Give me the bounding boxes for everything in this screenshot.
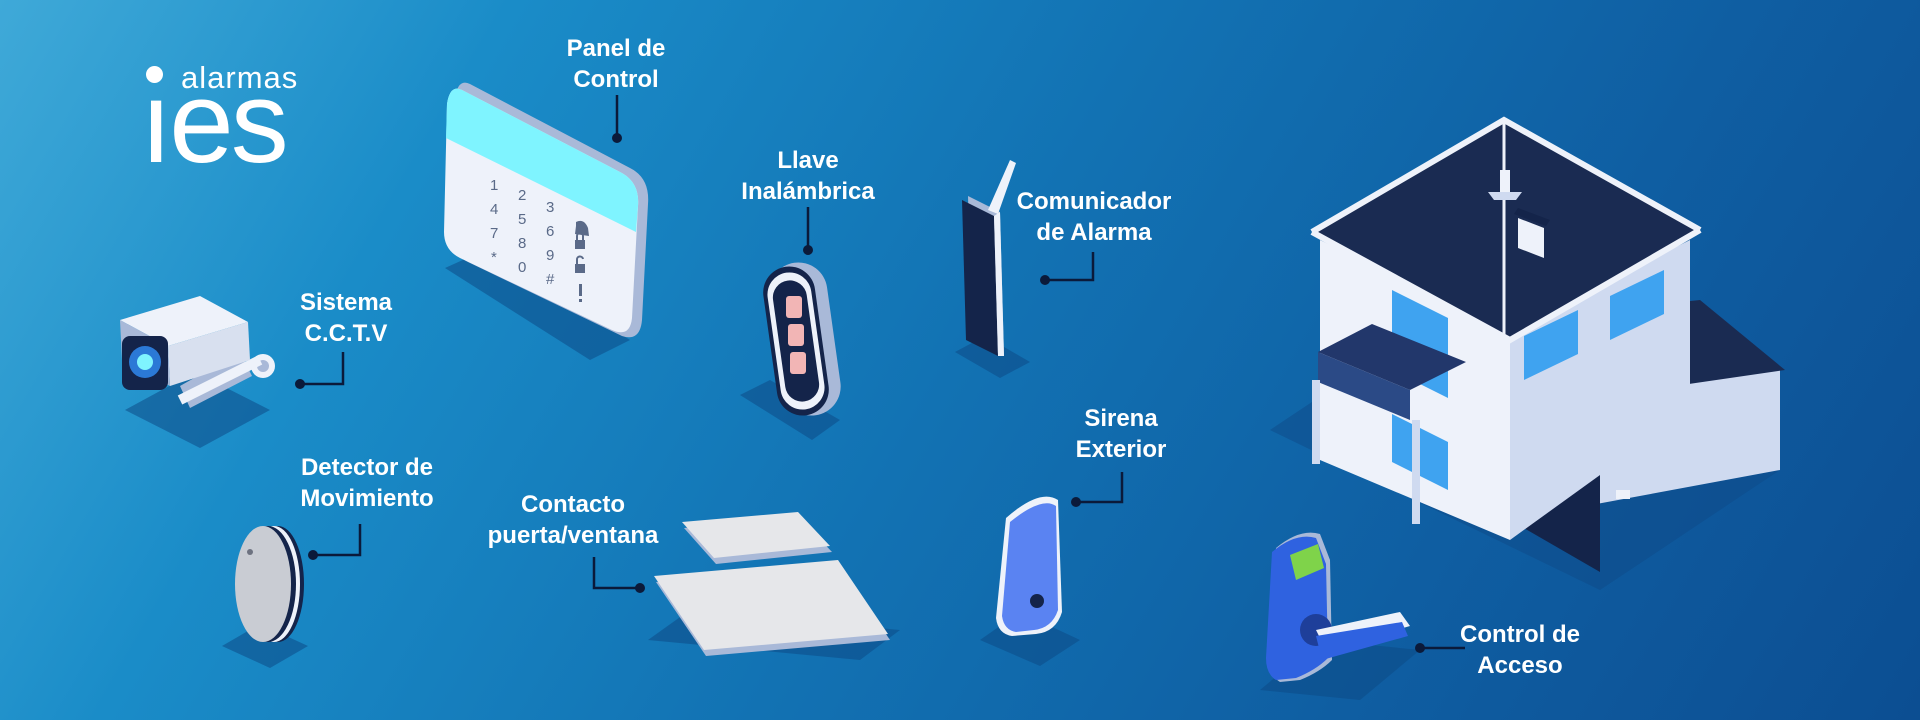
cctv-camera-device: [120, 296, 275, 448]
label-contacto-puerta-ventana: Contacto puerta/ventana: [468, 489, 678, 551]
key-hash: #: [546, 271, 555, 288]
label-detector-line1: Detector de: [300, 454, 434, 481]
key-7: 7: [490, 225, 498, 242]
label-detector-de-movimiento: Detector de Movimiento: [284, 452, 450, 514]
label-panel-de-control: Panel de Control: [554, 33, 678, 95]
label-panel-line2: Control: [573, 66, 659, 93]
label-sirena-line1: Sirena: [1084, 405, 1158, 432]
exclamation-icon: [579, 284, 582, 302]
label-control-de-acceso: Control de Acceso: [1448, 619, 1592, 681]
label-llave-inalambrica: Llave Inalámbrica: [726, 145, 890, 207]
alarm-communicator-device: [955, 160, 1030, 378]
label-llave-line1: Llave: [777, 147, 839, 174]
outdoor-siren-device: [980, 496, 1080, 666]
key-9: 9: [546, 247, 554, 264]
control-panel-device: 1 2 3 4 5 6 7 8 9 * 0 #: [444, 82, 649, 360]
callout-lines: [300, 95, 1465, 650]
key-star: *: [491, 249, 497, 266]
label-sistema-cctv: Sistema C.C.T.V: [284, 287, 408, 349]
label-comunicador-line1: Comunicador: [1016, 188, 1172, 215]
key-1: 1: [490, 177, 498, 194]
label-acceso-line2: Acceso: [1477, 652, 1563, 679]
key-4: 4: [490, 201, 498, 218]
label-sirena-exterior: Sirena Exterior: [1056, 403, 1186, 465]
key-0: 0: [518, 259, 526, 276]
label-llave-line2: Inalámbrica: [741, 178, 875, 205]
label-panel-line1: Panel de: [566, 35, 666, 62]
callout-dots: [295, 133, 1425, 653]
key-8: 8: [518, 235, 526, 252]
access-control-device: [1260, 532, 1420, 700]
key-6: 6: [546, 223, 554, 240]
brand-logo: alarmas ıes: [140, 54, 340, 184]
label-cctv-line2: C.C.T.V: [304, 320, 388, 347]
label-sirena-line2: Exterior: [1075, 436, 1167, 463]
key-2: 2: [518, 187, 526, 204]
label-contacto-line2: puerta/ventana: [487, 522, 659, 549]
wireless-key-device: [740, 262, 841, 440]
door-window-contact-device: [648, 512, 900, 660]
unlock-icon: [575, 255, 585, 273]
label-detector-line2: Movimiento: [300, 485, 434, 512]
brand-name-big: ıes: [140, 57, 289, 187]
house-illustration: [1270, 116, 1785, 590]
label-acceso-line1: Control de: [1460, 621, 1580, 648]
lock-icon: [575, 232, 585, 249]
label-comunicador-de-alarma: Comunicador de Alarma: [1014, 186, 1174, 248]
key-3: 3: [546, 199, 554, 216]
label-cctv-line1: Sistema: [299, 289, 393, 316]
brand-name-small: alarmas: [181, 60, 299, 95]
label-contacto-line1: Contacto: [521, 491, 625, 518]
keypad-keys: 1 2 3 4 5 6 7 8 9 * 0 #: [490, 177, 555, 288]
brand-logo-dot: [146, 66, 163, 83]
label-comunicador-line2: de Alarma: [1036, 219, 1152, 246]
key-5: 5: [518, 211, 526, 228]
motion-detector-device: [222, 526, 308, 668]
